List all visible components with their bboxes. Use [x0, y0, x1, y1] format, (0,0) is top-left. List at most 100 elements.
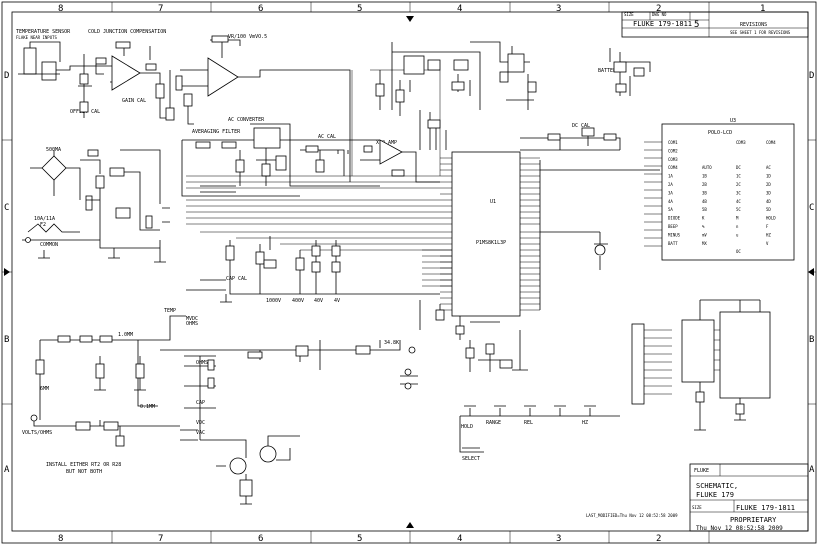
lcd-cell: 4D	[766, 199, 771, 204]
title-size: SIZE	[692, 505, 702, 510]
zone-col-4-bottom: 4	[457, 534, 462, 544]
lcd-cell: 2C	[736, 182, 741, 187]
lcd-cell: 1C	[736, 174, 741, 179]
title-company: FLUKE	[694, 468, 709, 474]
label-cap-cal: CAP CAL	[226, 276, 247, 282]
label-400v: 400V	[292, 298, 304, 304]
zone-row-d-left: D	[4, 71, 9, 81]
zone-col-5: 5	[357, 4, 362, 14]
revision-block: SIZE DWG NO FLUKE 179-1811 5 REVISIONS S…	[621, 11, 809, 38]
label-temp-sensor: TEMPERATURE SENSOR	[16, 29, 71, 35]
lcd-cell: V	[766, 241, 769, 246]
label-ohms: OHMS	[186, 321, 198, 327]
rev-dwg: FLUKE 179-1811	[633, 20, 692, 28]
lcd-cell: MX	[702, 241, 707, 246]
label-cold-junction: COLD JUNCTION COMPENSATION	[88, 29, 166, 35]
label-temp: TEMP	[164, 308, 176, 314]
lcd-cell: 5B	[702, 207, 707, 212]
lcd-cell: 3D	[766, 190, 771, 195]
label-vac: VAC	[196, 430, 205, 436]
label-hz: HZ	[582, 420, 588, 426]
label-fuse-rating: 10A/11A	[34, 216, 55, 222]
u1-part: P1MS8K1L3P	[476, 240, 506, 246]
u1-mcu: U1 P1MS8K1L3P	[440, 151, 660, 317]
label-6m: 6MM	[40, 386, 49, 392]
lcd-cell: BATT	[668, 241, 678, 246]
regulator-block	[375, 41, 537, 150]
title-line-2: FLUKE 179	[696, 491, 734, 499]
zone-col-4: 4	[457, 4, 462, 14]
lcd-cell: COM3	[668, 157, 678, 162]
switch-bank: HOLD RANGE REL HZ SELECT	[400, 346, 620, 462]
label-x10-amp: X10 AMP	[376, 140, 397, 146]
lcd-cell: 3C	[736, 190, 741, 195]
zone-col-3-bottom: 3	[556, 534, 561, 544]
transistors	[180, 429, 300, 505]
label-01m: 0.1MM	[140, 404, 155, 410]
zone-col-2: 2	[656, 4, 661, 14]
lcd-cell: 1D	[766, 174, 771, 179]
note-install-2: BUT NOT BOTH	[66, 469, 102, 475]
center-mark-left	[4, 268, 10, 276]
label-cap: CAP	[196, 400, 205, 406]
zone-col-7: 7	[158, 4, 163, 14]
lcd-cell: 1A	[668, 174, 673, 179]
label-500ma: 500MA	[46, 147, 61, 153]
label-flake: FLAKE NEAR INPUTS	[16, 35, 58, 40]
label-10m: 1.0MM	[118, 332, 133, 338]
label-vr: VR/100 VmVO.5	[228, 34, 267, 40]
lcd-cell: HZ	[766, 232, 771, 237]
zone-row-b-right: B	[809, 335, 814, 345]
zone-col-2-bottom: 2	[656, 534, 661, 544]
sensor-circuit	[18, 35, 351, 182]
zone-row-a-left: A	[4, 465, 10, 475]
lcd-cell: M	[736, 216, 739, 221]
label-40v: 40V	[314, 298, 323, 304]
lcd-cell: %	[702, 224, 705, 229]
lcd-cell: 3B	[702, 190, 707, 195]
lcd-cell: 1B	[702, 174, 707, 179]
rev-doc-label: DWG NO	[652, 12, 667, 17]
rev-size-label: SIZE	[624, 12, 634, 17]
column-labels-bottom: 8 7 6 5 4 3 2	[58, 534, 661, 544]
lcd-cell: 4A	[668, 199, 673, 204]
lcd-cell: 5D	[766, 207, 771, 212]
label-rel: REL	[524, 420, 533, 426]
bus-lines	[186, 69, 441, 251]
center-mark-top	[406, 16, 414, 22]
input-protection: 500MA 10A/11A F2 COMMON	[22, 147, 170, 263]
label-ac-converter: AC CONVERTER	[228, 117, 265, 123]
center-mark-right	[808, 268, 814, 276]
zone-row-c-left: C	[4, 203, 9, 213]
zone-col-6-bottom: 6	[258, 534, 263, 544]
lcd-cell: mV	[702, 232, 707, 237]
lcd-cell: AUTO	[702, 165, 712, 170]
zone-col-7-bottom: 7	[158, 534, 163, 544]
lcd-cell: OC	[736, 249, 741, 254]
lcd-cell: 4B	[702, 199, 707, 204]
title-date: Thu Nov 12 08:52:58 2009	[696, 525, 783, 532]
zone-row-b-left: B	[4, 335, 9, 345]
lcd-cell: 5A	[668, 207, 673, 212]
lcd-cell: 5C	[736, 207, 741, 212]
zone-col-1: 1	[760, 4, 765, 14]
rev-number: 5	[694, 20, 699, 30]
center-mark-bottom	[406, 522, 414, 528]
lcd-cell: K	[702, 216, 705, 221]
lcd-cell: DC	[736, 165, 741, 170]
lcd-cell: 2B	[702, 182, 707, 187]
label-4v: 4V	[334, 298, 340, 304]
input-network: TEMP MVDC OHMS 1.0MM 0.1MM 6MM 34.8K OHM…	[22, 308, 401, 475]
lcd-title: POLO-LCD	[708, 130, 732, 136]
lcd-cell: HOLD	[766, 216, 776, 221]
label-mvdc: MVDC	[186, 316, 198, 322]
rev-note: SEE SHEET 1 FOR REVISIONS	[730, 30, 791, 35]
lcd-cell: 4C	[736, 199, 741, 204]
note-install-1: INSTALL EITHER RT2 OR R28	[46, 462, 121, 468]
zone-col-8-bottom: 8	[58, 534, 63, 544]
lcd-cell: 3A	[668, 190, 673, 195]
label-common: COMMON	[40, 242, 58, 248]
